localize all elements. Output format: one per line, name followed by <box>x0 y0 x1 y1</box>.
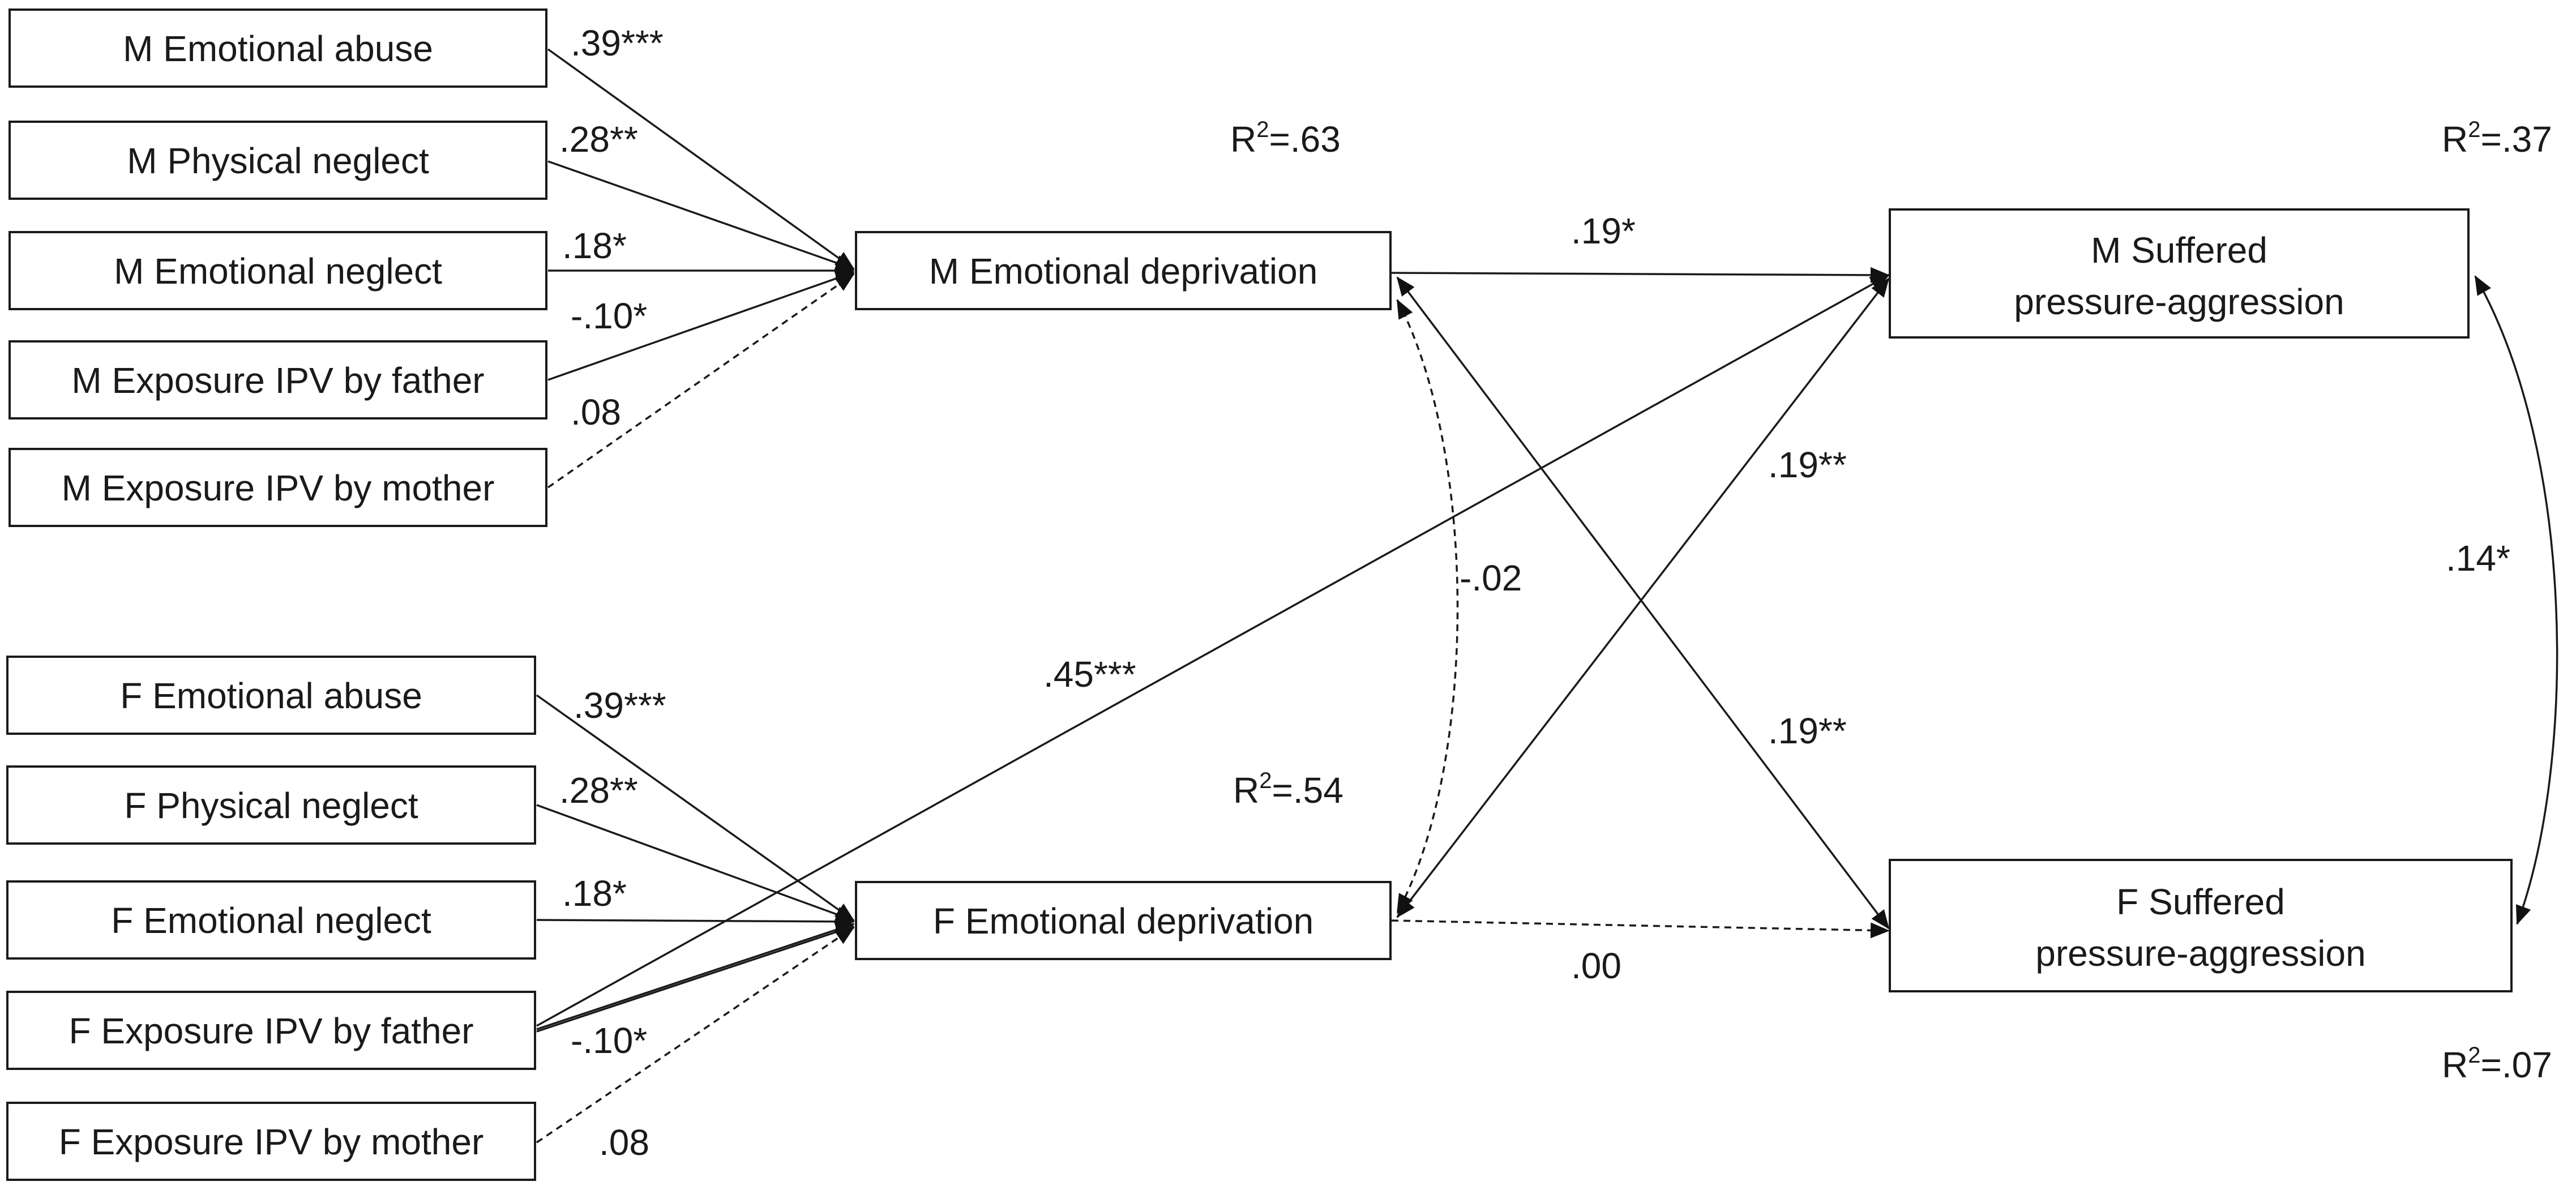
r2-f-suffered: R2=.07 <box>2442 1043 2552 1085</box>
box-f-emotional-deprivation: F Emotional deprivation <box>855 881 1392 960</box>
r2-m-emotional-deprivation: R2=.63 <box>1230 117 1341 160</box>
coef-f-depr-to-m-suff: .19** <box>1768 444 1847 485</box>
path-f-ipvm-to-f-depr <box>536 926 855 1144</box>
r2-f-emotional-deprivation: R2=.54 <box>1233 768 1343 811</box>
path-f-emoneg-to-f-depr <box>536 913 855 930</box>
coef-f-abuse: .39*** <box>574 685 666 726</box>
path-f-phys-to-f-depr <box>536 804 855 922</box>
svg-text:pressure-aggression: pressure-aggression <box>2035 933 2365 974</box>
path-f-ipvf-to-f-depr-2 <box>536 925 854 1033</box>
svg-text:F Exposure IPV by mother: F Exposure IPV by mother <box>59 1121 484 1162</box>
coef-m-emoneg: .18* <box>562 225 627 266</box>
coef-m-ipvm: .08 <box>571 392 621 433</box>
box-m-suffered-pressure-aggression: M Suffered pressure-aggression <box>1889 208 2470 339</box>
box-f-emotional-abuse: F Emotional abuse <box>6 656 536 735</box>
covariance-suffered-curve <box>2474 275 2558 925</box>
coef-f-ipvf-to-m-suff: .45*** <box>1043 654 1136 695</box>
path-m-phys-to-m-depr <box>547 160 855 271</box>
svg-text:M Emotional abuse: M Emotional abuse <box>123 28 433 69</box>
svg-text:M Emotional deprivation: M Emotional deprivation <box>929 251 1318 292</box>
svg-text:M Suffered: M Suffered <box>2091 230 2267 271</box>
coef-f-emoneg: .18* <box>562 873 627 914</box>
svg-text:F Suffered: F Suffered <box>2116 881 2285 922</box>
box-f-emotional-neglect: F Emotional neglect <box>6 880 536 960</box>
coef-f-phys: .28** <box>559 770 638 811</box>
svg-text:M Emotional neglect: M Emotional neglect <box>114 251 442 292</box>
path-m-ipvf-to-m-depr <box>547 271 855 381</box>
path-f-abuse-to-f-depr <box>536 694 855 922</box>
svg-text:pressure-aggression: pressure-aggression <box>2014 281 2344 322</box>
svg-text:M Exposure IPV by father: M Exposure IPV by father <box>71 360 484 401</box>
path-m-depr-to-f-suff <box>1396 276 1890 930</box>
box-f-exposure-ipv-mother: F Exposure IPV by mother <box>6 1102 536 1181</box>
path-f-ipvf-to-f-depr <box>536 922 855 1030</box>
coef-m-abuse: .39*** <box>571 23 664 63</box>
svg-text:M Physical neglect: M Physical neglect <box>127 140 429 181</box>
path-m-depr-to-m-suff <box>1391 267 1890 283</box>
coef-m-phys: .28** <box>559 119 638 160</box>
box-f-physical-neglect: F Physical neglect <box>6 765 536 845</box>
coef-m-depr-to-m-suff: .19* <box>1571 211 1636 251</box>
box-f-exposure-ipv-father: F Exposure IPV by father <box>6 991 536 1070</box>
svg-text:M Exposure IPV by mother: M Exposure IPV by mother <box>62 468 495 508</box>
box-m-physical-neglect: M Physical neglect <box>8 121 547 200</box>
coef-suffered-covariance: .14* <box>2446 538 2510 579</box>
coef-f-ipvm: .08 <box>599 1122 649 1163</box>
svg-text:F Physical neglect: F Physical neglect <box>124 785 418 826</box>
svg-text:F Exposure IPV by father: F Exposure IPV by father <box>69 1011 474 1051</box>
box-m-emotional-deprivation: M Emotional deprivation <box>855 231 1392 310</box>
covariance-deprivation-curve <box>1396 299 1459 914</box>
box-m-emotional-abuse: M Emotional abuse <box>8 8 547 88</box>
svg-text:F Emotional neglect: F Emotional neglect <box>111 900 431 941</box>
coef-deprivation-covariance: -.02 <box>1460 558 1522 598</box>
coef-f-ipvf: -.10* <box>571 1020 647 1061</box>
box-m-exposure-ipv-father: M Exposure IPV by father <box>8 340 547 420</box>
path-f-depr-to-f-suff <box>1391 919 1890 939</box>
svg-text:F Emotional deprivation: F Emotional deprivation <box>933 901 1313 941</box>
path-m-ipvm-to-m-depr <box>547 273 855 489</box>
box-f-suffered-pressure-aggression: F Suffered pressure-aggression <box>1889 859 2513 992</box>
path-m-abuse-to-m-depr <box>547 48 855 270</box>
svg-text:F Emotional abuse: F Emotional abuse <box>120 675 422 716</box>
coef-f-depr-to-f-suff: .00 <box>1571 945 1621 986</box>
box-m-exposure-ipv-mother: M Exposure IPV by mother <box>8 448 547 527</box>
coef-m-ipvf: -.10* <box>571 296 647 336</box>
coef-m-depr-to-f-suff: .19** <box>1768 710 1847 751</box>
r2-m-suffered: R2=.37 <box>2442 117 2552 160</box>
box-m-emotional-neglect: M Emotional neglect <box>8 231 547 310</box>
